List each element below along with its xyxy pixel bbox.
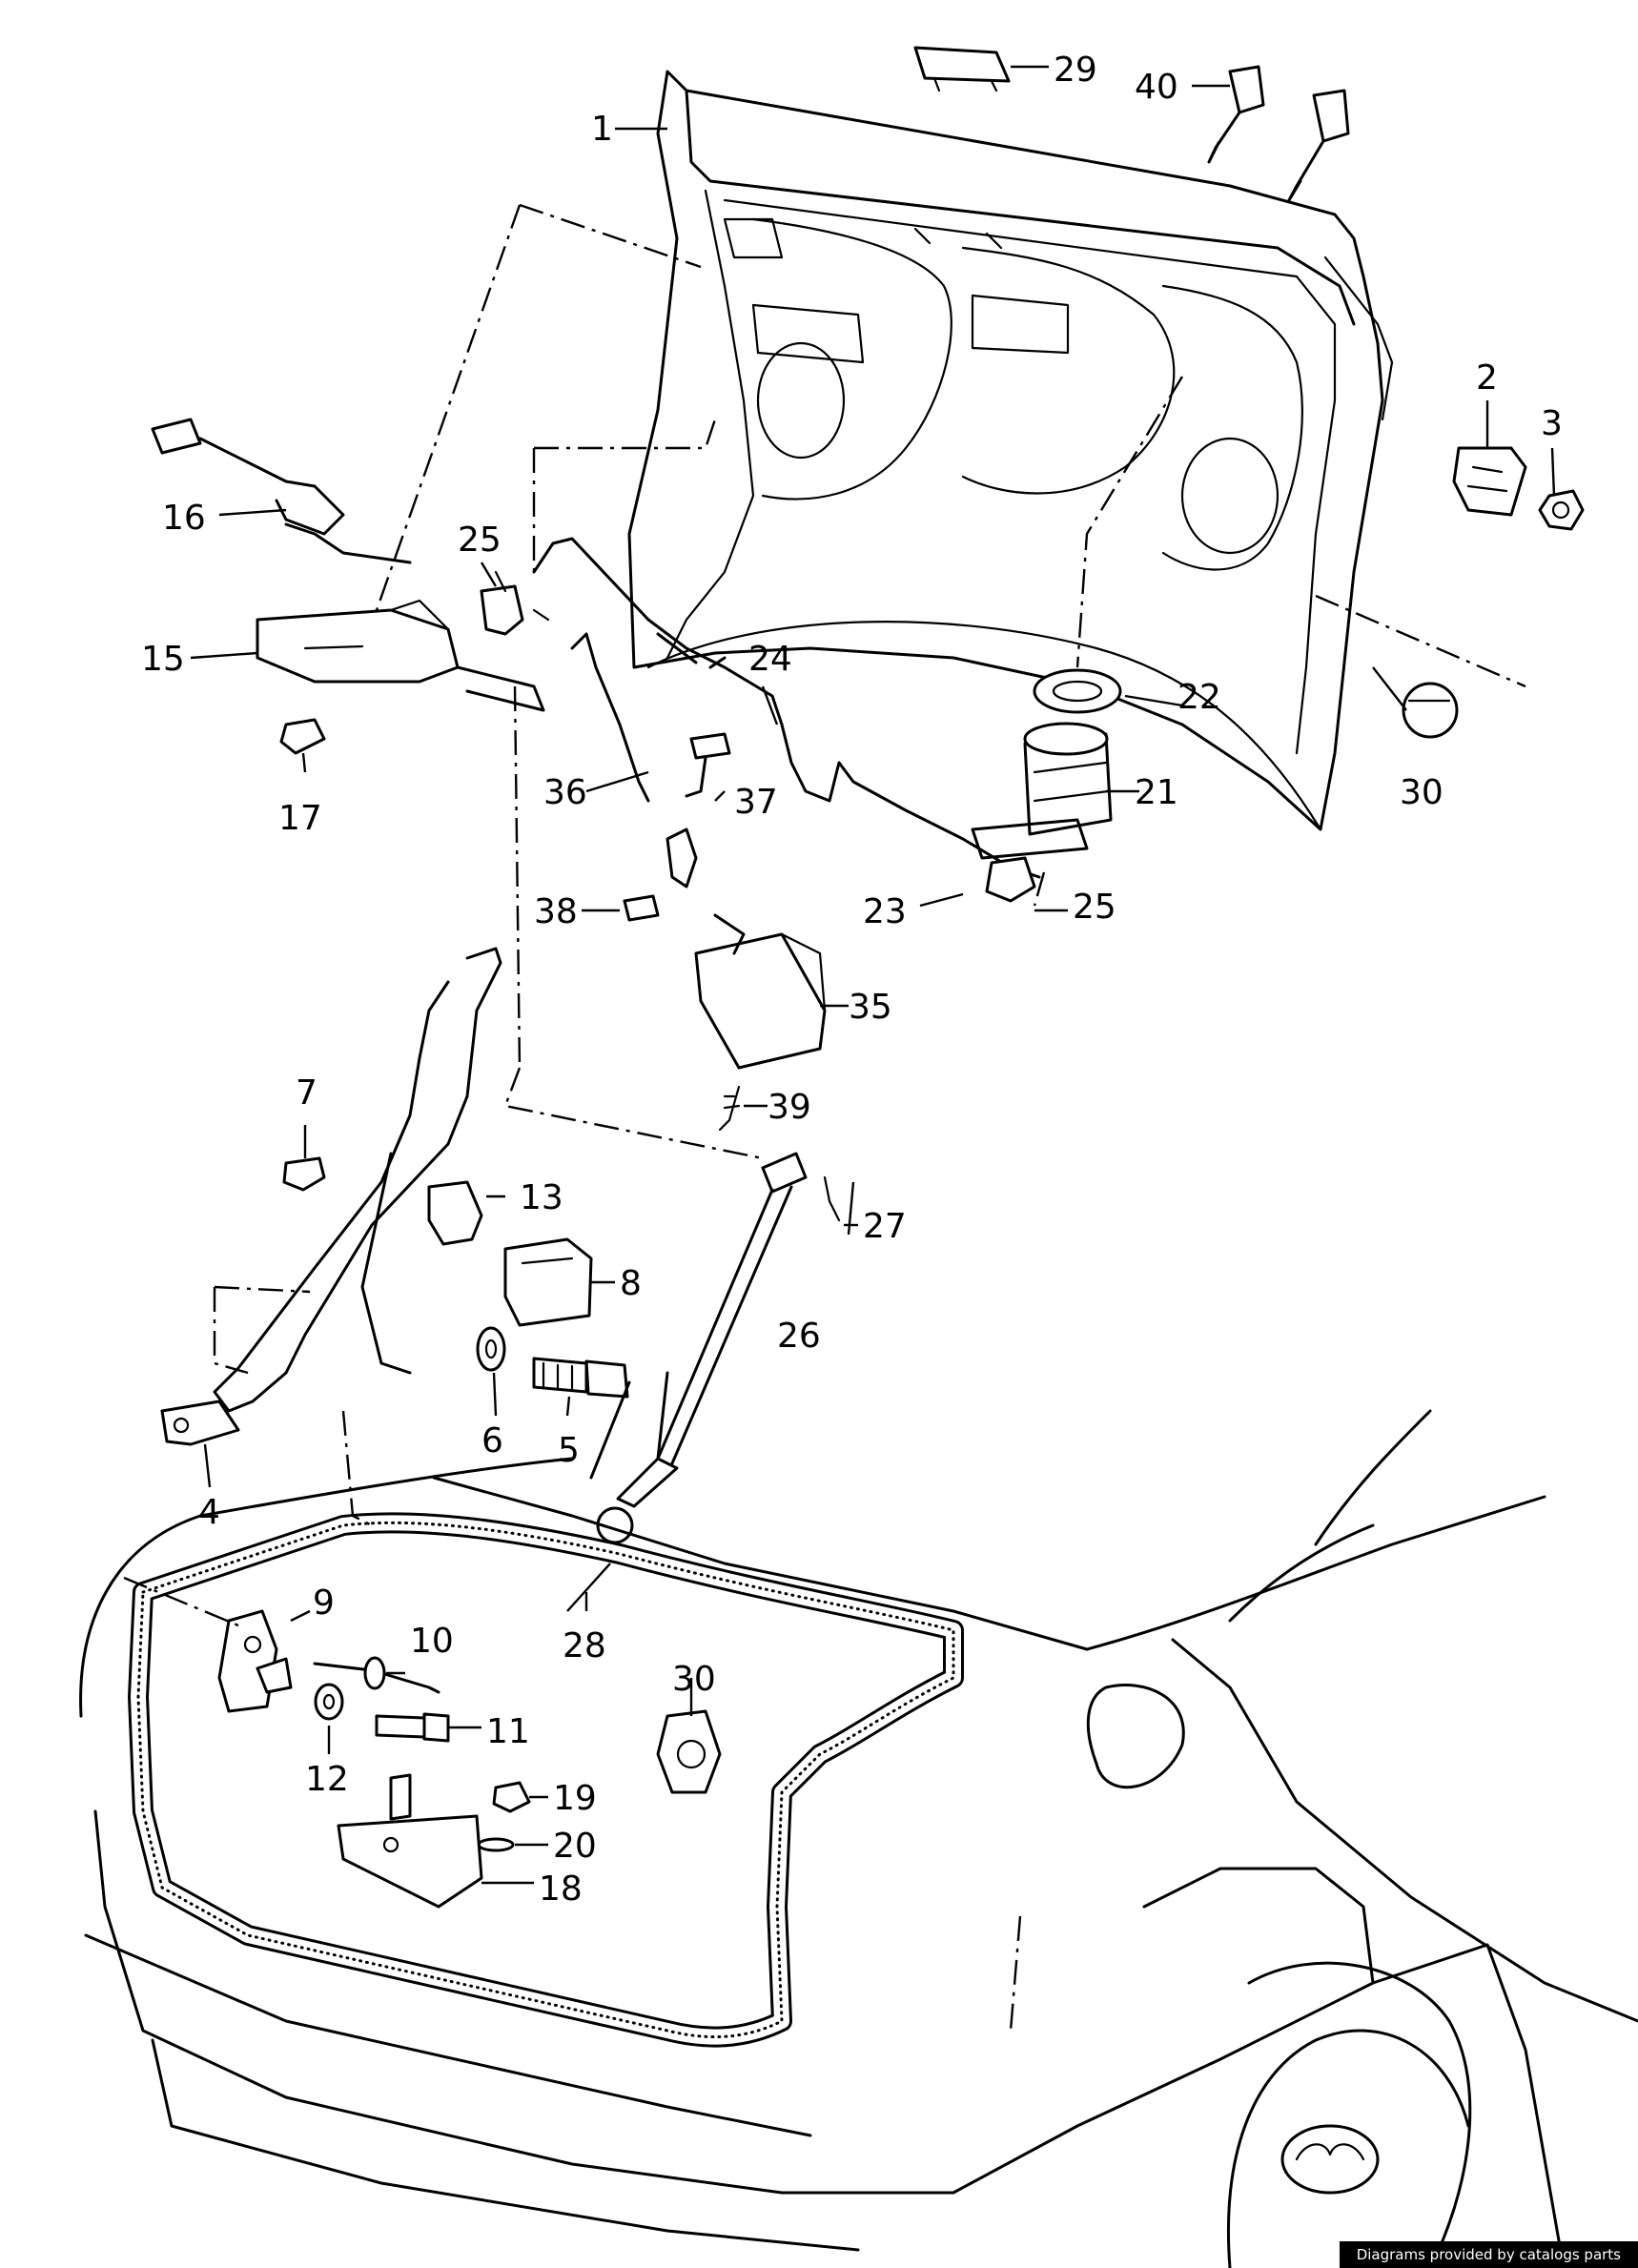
callout-12: 12 xyxy=(305,1760,349,1799)
callout-24: 24 xyxy=(748,640,792,679)
callout-3: 3 xyxy=(1541,404,1563,443)
trunk-lid xyxy=(627,70,1394,831)
clips xyxy=(480,570,1036,922)
ignition-keys xyxy=(1207,65,1350,202)
gas-strut xyxy=(596,1152,841,1544)
callout-26: 26 xyxy=(777,1317,821,1356)
callout-27: 27 xyxy=(863,1207,907,1246)
callout-10: 10 xyxy=(410,1622,454,1661)
callout-20: 20 xyxy=(553,1827,597,1866)
callout-16: 16 xyxy=(162,499,206,538)
callout-23: 23 xyxy=(863,892,907,931)
callout-25b: 25 xyxy=(1073,888,1116,927)
callout-39: 39 xyxy=(768,1088,811,1127)
callout-17: 17 xyxy=(278,799,322,838)
callout-8: 8 xyxy=(620,1264,642,1303)
callout-18: 18 xyxy=(539,1870,583,1909)
callout-2: 2 xyxy=(1476,358,1498,398)
callout-6: 6 xyxy=(481,1421,503,1461)
callout-25a: 25 xyxy=(458,521,502,560)
callout-5: 5 xyxy=(558,1431,580,1470)
callout-22: 22 xyxy=(1177,678,1221,717)
release-handle xyxy=(151,418,545,755)
callout-37: 37 xyxy=(734,783,778,822)
callout-28: 28 xyxy=(563,1626,606,1665)
watermark: Diagrams provided by catalogs parts xyxy=(1339,2241,1638,2268)
lock-cylinder xyxy=(971,668,1122,860)
car-body xyxy=(79,1371,1638,2268)
lock-bracket xyxy=(1452,446,1585,531)
callout-29: 29 xyxy=(1054,51,1097,90)
leader-lines xyxy=(190,65,1556,1885)
callout-4: 4 xyxy=(198,1493,220,1532)
callout-1: 1 xyxy=(591,110,613,149)
trim-cap xyxy=(913,46,1011,92)
trunk-seal xyxy=(128,1512,964,2048)
callout-labels: 1 29 40 2 3 16 15 17 25 24 22 21 30 36 3… xyxy=(141,51,1563,1909)
callout-21: 21 xyxy=(1135,773,1178,812)
bolt-washer xyxy=(476,1326,629,1399)
hinge-arm xyxy=(160,947,593,1446)
callout-11: 11 xyxy=(486,1712,530,1751)
callout-35: 35 xyxy=(849,988,892,1027)
callout-19: 19 xyxy=(553,1779,597,1818)
callout-40: 40 xyxy=(1135,68,1178,107)
callout-13: 13 xyxy=(520,1178,563,1217)
callout-30b: 30 xyxy=(672,1660,716,1699)
callout-30a: 30 xyxy=(1400,773,1443,812)
callout-38: 38 xyxy=(534,892,578,931)
callout-36: 36 xyxy=(543,773,587,812)
grommet-upper xyxy=(1402,682,1459,739)
assembly-lines xyxy=(123,203,1526,2032)
linkage-rod xyxy=(532,537,1041,879)
callout-15: 15 xyxy=(141,640,185,679)
striker-parts xyxy=(217,1609,722,1909)
callout-7: 7 xyxy=(296,1073,317,1113)
callout-9: 9 xyxy=(313,1584,335,1623)
lock-motor xyxy=(665,828,827,1132)
